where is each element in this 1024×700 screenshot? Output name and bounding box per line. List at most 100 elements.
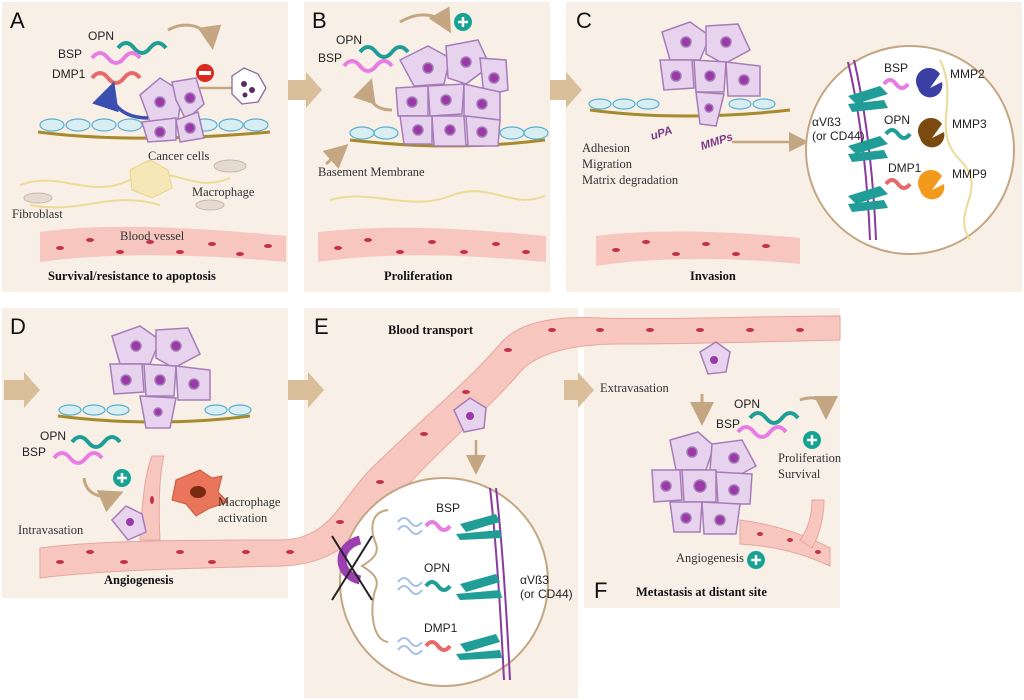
protein-label: OPN bbox=[734, 397, 760, 411]
basement-membrane-label: Basement Membrane bbox=[318, 165, 425, 179]
angiogenesis-label: Angiogenesis bbox=[676, 551, 744, 565]
panel-c-caption: Invasion bbox=[690, 269, 736, 283]
inset-protein-label: OPN bbox=[424, 561, 450, 575]
epithelial-row bbox=[39, 118, 269, 132]
panel-d: D OPN BSP Macrophage activation bbox=[10, 314, 281, 537]
cancer-cell-cluster bbox=[395, 39, 509, 147]
cancer-cell-cluster bbox=[139, 77, 205, 143]
bsp-squiggle bbox=[90, 51, 142, 65]
cancer-cells-label: Cancer cells bbox=[148, 149, 210, 163]
blood-vessel bbox=[318, 227, 546, 262]
curved-arrow-icon bbox=[799, 395, 838, 420]
curved-arrow-icon bbox=[352, 78, 393, 112]
panel-b-letter: B bbox=[312, 8, 327, 33]
blood-vessel bbox=[596, 231, 800, 266]
dmp1-squiggle bbox=[424, 640, 452, 652]
curved-arrow-icon bbox=[82, 477, 124, 513]
mmp-label: MMP9 bbox=[952, 167, 987, 181]
fibroblast-label: Fibroblast bbox=[12, 207, 63, 221]
mmp3-pacman-icon bbox=[917, 117, 945, 148]
transition-arrows bbox=[4, 72, 594, 408]
arrow-b-to-c-icon bbox=[550, 72, 582, 108]
blood-vessel bbox=[40, 226, 286, 262]
epithelial-row bbox=[588, 98, 776, 110]
panel-d-letter: D bbox=[10, 314, 26, 339]
inset-protein-label: DMP1 bbox=[888, 161, 922, 175]
opn-squiggle bbox=[358, 45, 410, 59]
panel-a-letter: A bbox=[10, 8, 25, 33]
panel-f-caption: Metastasis at distant site bbox=[636, 585, 767, 599]
bsp-squiggle bbox=[342, 59, 394, 73]
receptor-label: αVß3 bbox=[520, 573, 549, 587]
panel-f: Extravasation OPN BSP Proliferation Surv… bbox=[594, 381, 842, 603]
plus-icon-cross bbox=[751, 555, 761, 565]
wavy-fibers bbox=[19, 172, 231, 209]
receptor-label: αVß3 bbox=[812, 115, 841, 129]
macrophage-label: Macrophage bbox=[192, 185, 255, 199]
opn-squiggle bbox=[748, 411, 800, 425]
bsp-squiggle bbox=[882, 78, 910, 90]
curved-arrow-icon bbox=[399, 6, 451, 34]
protein-label: BSP bbox=[22, 445, 46, 459]
main-blood-vessel bbox=[39, 315, 841, 579]
blue-curved-arrow-icon bbox=[92, 81, 149, 120]
panel-e: E Blood transport bbox=[314, 314, 573, 687]
opn-squiggle bbox=[424, 580, 452, 592]
receptor-label: (or CD44) bbox=[812, 129, 865, 143]
extravasation-label: Extravasation bbox=[600, 381, 669, 395]
cancer-cell-cluster bbox=[109, 325, 211, 429]
opn-squiggle bbox=[116, 41, 168, 55]
protein-label: BSP bbox=[318, 51, 342, 65]
panel-d-caption: Angiogenesis bbox=[104, 573, 174, 587]
inset-protein-label: BSP bbox=[884, 61, 908, 75]
panel-e-letter: E bbox=[314, 314, 329, 339]
macrophage-shape bbox=[129, 159, 173, 199]
protein-label: BSP bbox=[716, 417, 740, 431]
macrophage-activated-icon bbox=[171, 469, 229, 517]
dmp1-squiggle bbox=[884, 178, 912, 190]
wavy-fibers bbox=[329, 190, 546, 203]
basement-membrane bbox=[589, 108, 791, 118]
process-label: Adhesion bbox=[582, 141, 631, 155]
collagen-bundle bbox=[397, 517, 423, 655]
minus-icon-bar bbox=[199, 71, 211, 75]
protein-label: OPN bbox=[336, 33, 362, 47]
intravasation-label: Intravasation bbox=[18, 523, 84, 537]
macrophage-activation-label: activation bbox=[218, 511, 268, 525]
cancer-cell-cluster bbox=[659, 21, 761, 127]
panel-a: A OPN BSP DMP1 bbox=[10, 8, 286, 283]
mmp9-pacman-icon bbox=[917, 169, 945, 200]
arrow-into-d-icon bbox=[4, 372, 40, 408]
panel-c: C uPA MMPs Adhesion Migration Matrix deg… bbox=[576, 8, 1015, 283]
inset-protein-label: BSP bbox=[436, 501, 460, 515]
protein-label: BSP bbox=[58, 47, 82, 61]
protein-label: OPN bbox=[88, 29, 114, 43]
protein-label: OPN bbox=[40, 429, 66, 443]
metastatic-cell-cluster bbox=[651, 431, 758, 535]
opn-squiggle bbox=[884, 128, 912, 140]
panel-e-title: Blood transport bbox=[388, 323, 474, 337]
panel-a-caption: Survival/resistance to apoptosis bbox=[48, 269, 216, 283]
survival-label: Survival bbox=[778, 467, 821, 481]
arrow-icon bbox=[322, 144, 349, 169]
panel-b: B OPN BSP Basement Membrane bbox=[312, 6, 549, 283]
arrow-a-to-b-icon bbox=[288, 72, 322, 108]
panel-c-letter: C bbox=[576, 8, 592, 33]
bsp-squiggle bbox=[424, 520, 452, 532]
plus-icon-cross bbox=[807, 435, 817, 445]
process-label: Migration bbox=[582, 157, 633, 171]
panel-f-letter: F bbox=[594, 578, 607, 603]
bsp-squiggle bbox=[52, 451, 104, 465]
arrow-d-to-e-icon bbox=[288, 372, 324, 408]
panel-b-caption: Proliferation bbox=[384, 269, 453, 283]
protein-label: DMP1 bbox=[52, 67, 86, 81]
inset-protein-label: DMP1 bbox=[424, 621, 458, 635]
receptor-icon bbox=[848, 86, 888, 212]
macrophage-activation-label: Macrophage bbox=[218, 495, 281, 509]
basement-membrane bbox=[37, 130, 271, 140]
inset-protein-label: OPN bbox=[884, 113, 910, 127]
fibroblast-shapes bbox=[23, 159, 247, 211]
panel-c-inset: BSP OPN DMP1 MMP2 MMP3 MMP9 αVß3 (or CD4… bbox=[805, 45, 1015, 255]
plus-icon-cross bbox=[117, 473, 127, 483]
